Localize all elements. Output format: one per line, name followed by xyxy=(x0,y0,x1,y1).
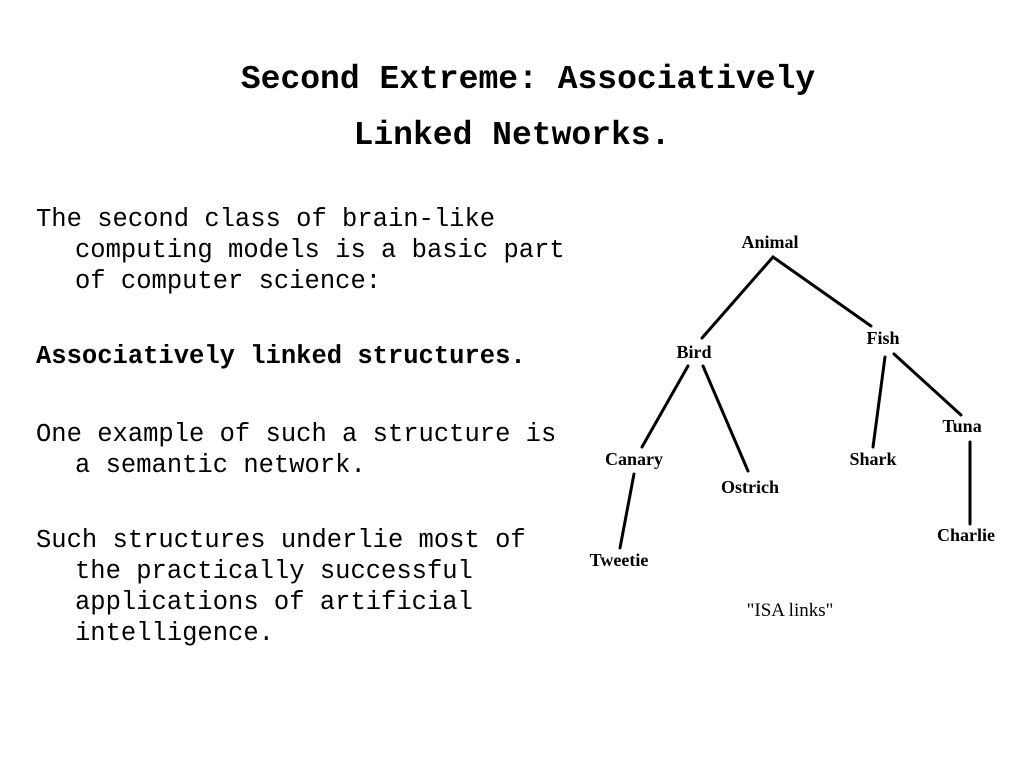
link-animal-bird xyxy=(700,255,775,340)
node-ostrich: Ostrich xyxy=(721,477,779,497)
diagram-caption: "ISA links" xyxy=(747,600,834,621)
network-nodes: Animal Bird Fish Canary Ostrich Shark Tu… xyxy=(590,232,995,570)
link-fish-shark xyxy=(871,355,887,449)
node-tweetie: Tweetie xyxy=(590,550,649,570)
node-canary: Canary xyxy=(605,449,663,469)
paragraph-intro: The second class of brain-like computing… xyxy=(36,205,565,296)
node-animal: Animal xyxy=(741,232,798,252)
paragraph-emphasis: Associatively linked structures. xyxy=(36,342,526,371)
node-bird: Bird xyxy=(676,342,711,362)
node-fish: Fish xyxy=(866,328,899,348)
node-charlie: Charlie xyxy=(937,525,995,545)
node-shark: Shark xyxy=(849,449,896,469)
slide-title-line-1: Second Extreme: Associatively xyxy=(240,61,816,98)
link-fish-tuna xyxy=(892,352,963,417)
slide-title-line-2: Linked Networks. xyxy=(353,117,671,154)
link-bird-ostrich xyxy=(701,364,750,473)
link-animal-fish xyxy=(771,255,873,328)
link-canary-tweetie xyxy=(618,472,636,550)
link-bird-canary xyxy=(640,364,690,449)
isa-links xyxy=(618,255,972,550)
paragraph-applications: Such structures underlie most of the pra… xyxy=(36,526,526,648)
slide-title: Second Extreme: Associatively Linked Net… xyxy=(0,52,1024,164)
body-text: The second class of brain-like computing… xyxy=(36,204,566,693)
node-tuna: Tuna xyxy=(942,416,981,436)
paragraph-example: One example of such a structure is a sem… xyxy=(36,420,557,480)
